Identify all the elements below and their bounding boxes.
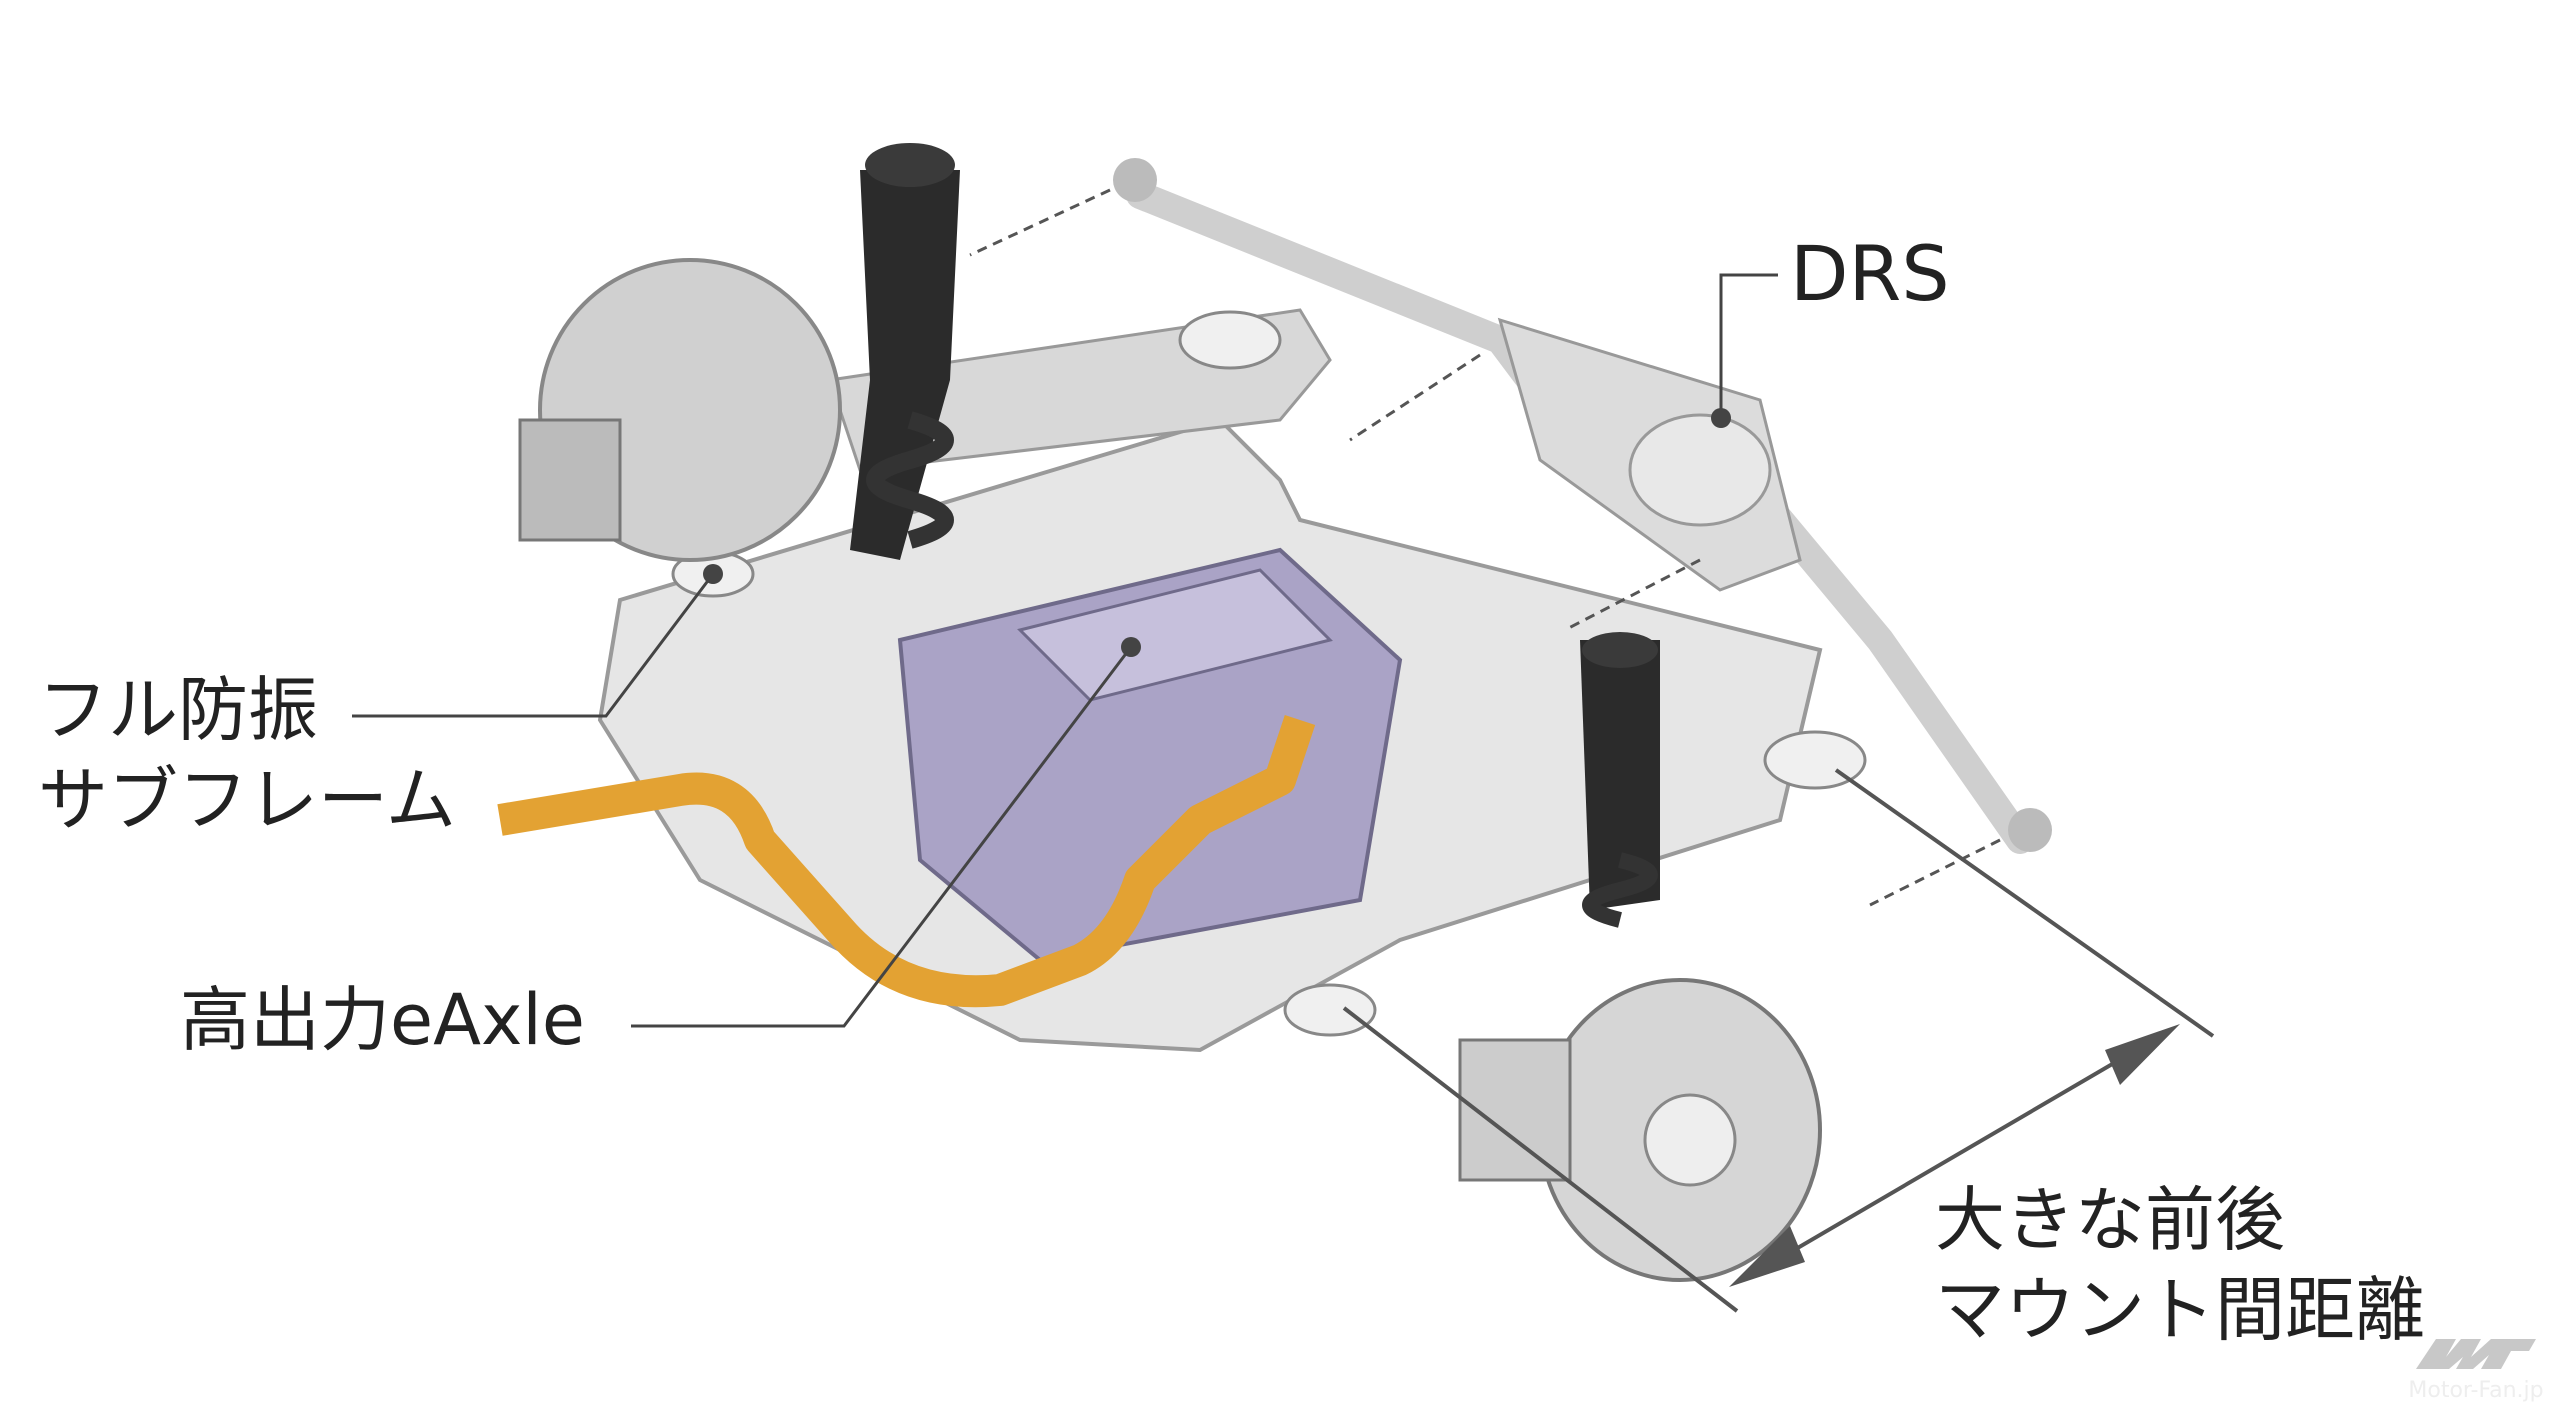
eaxle-label: 高出力eAxle: [180, 979, 585, 1061]
subframe-label-line1: フル防振: [38, 669, 318, 751]
mount-distance-label-line2: マウント間距離: [1935, 1269, 2425, 1351]
leader-lines: [352, 273, 1778, 1028]
tie-rod-assembly: [1113, 158, 2052, 854]
stabilizer-bar: [497, 714, 1316, 1008]
right-brake-disc: [1458, 978, 1822, 1282]
arrowhead-icon: [1729, 1226, 1805, 1287]
left-shock-absorber: [850, 143, 960, 560]
mount-distance-dimension: [1342, 768, 2215, 1313]
right-shock-absorber: [1580, 632, 1660, 928]
eaxle-marker-dot: [1121, 637, 1141, 657]
mount-distance-label-line1: 大きな前後: [1935, 1179, 2285, 1261]
left-brake-disc: [518, 258, 842, 562]
subframe-label-line2: サブフレーム: [38, 759, 456, 841]
motor-fan-logo-icon: [2416, 1339, 2536, 1369]
motor-fan-watermark: Motor-Fan.jp: [2406, 1329, 2546, 1403]
watermark-text: Motor-Fan.jp: [2408, 1378, 2544, 1403]
drs-marker-dot: [1711, 408, 1731, 428]
eaxle-unit: [897, 547, 1403, 963]
drs-label: DRS: [1790, 229, 1950, 318]
subframe-marker-dot: [703, 564, 723, 584]
arrowhead-icon: [2105, 1024, 2180, 1085]
assembly-arrows: [969, 188, 2001, 907]
